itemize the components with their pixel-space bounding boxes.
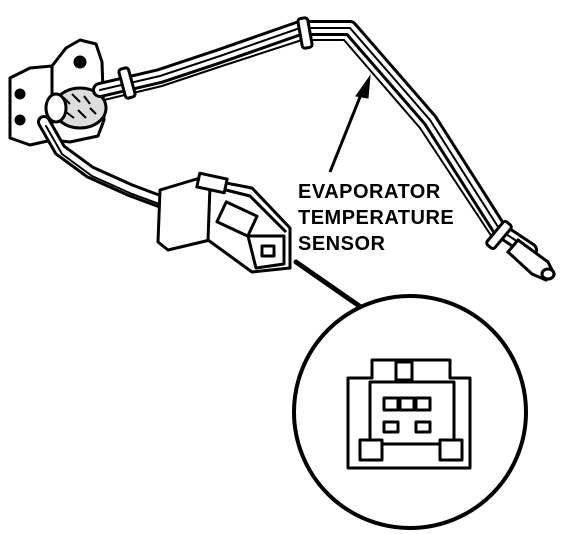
detail-leader-line	[293, 259, 371, 315]
callout-arrow	[328, 74, 371, 173]
callout-label-line-1: EVAPORATOR	[298, 181, 441, 203]
callout-label-line-2: TEMPERATURE	[298, 207, 454, 229]
connector-face-detail	[346, 358, 472, 470]
foam-sleeve	[44, 86, 108, 130]
sensor-probe	[505, 237, 556, 282]
callout-label-line-3: SENSOR	[298, 233, 386, 255]
connector-lead-wire	[37, 115, 177, 212]
sensor-wire-bundle	[92, 20, 538, 258]
sensor-connector	[156, 171, 292, 274]
cable-ties	[117, 16, 513, 250]
